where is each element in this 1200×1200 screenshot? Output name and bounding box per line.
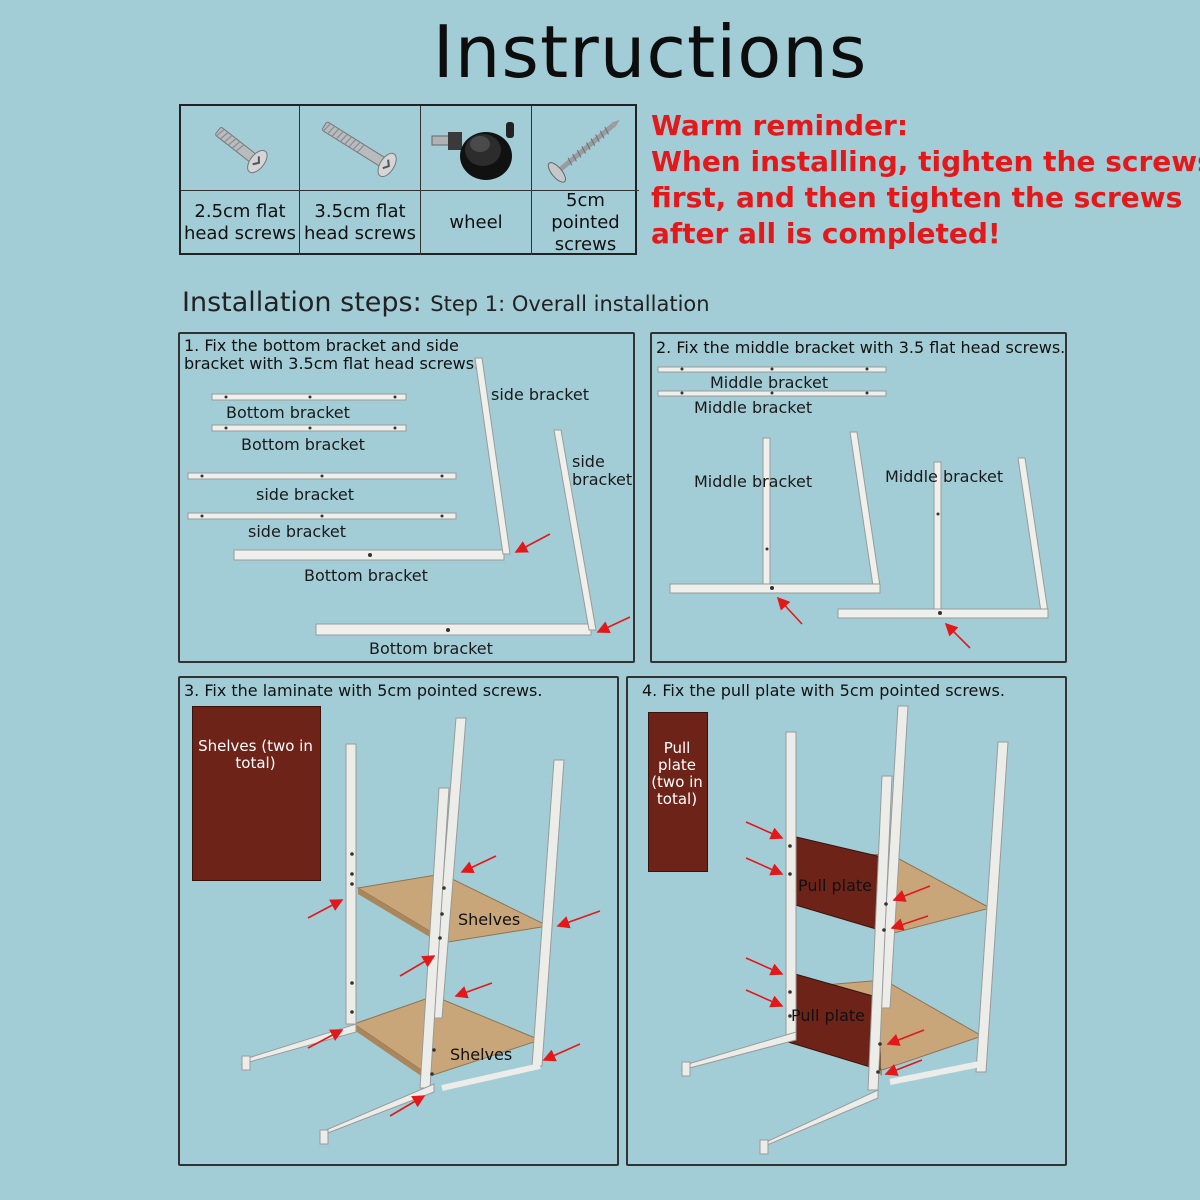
label-shelf-lower: Shelves [450,1045,512,1064]
reminder-line-2: first, and then tighten the screws [651,180,1191,216]
installation-step: Step 1: Overall installation [430,292,709,316]
label-pull-plate-lower: Pull plate [791,1006,865,1025]
panel-step-1: 1. Fix the bottom bracket and side brack… [178,332,635,663]
part-label-pointed: 5cm pointed screws [532,191,639,255]
part-label-wheel: wheel [421,191,532,255]
flat-screw-short-icon [181,106,300,191]
panel-1-diagram [180,334,635,663]
label-middle-bracket-2: Middle bracket [694,398,812,417]
reminder-heading: Warm reminder: [651,108,1191,144]
pointed-screw-icon [532,106,639,191]
warm-reminder: Warm reminder: When installing, tighten … [651,108,1191,252]
parts-table: 2.5cm flat head screws 3.5cm flat head s… [179,104,637,255]
installation-title: Installation steps: [182,287,422,318]
reminder-line-3: after all is completed! [651,216,1191,252]
reminder-line-1: When installing, tighten the screws [651,144,1191,180]
label-side-bracket-2: side bracket [248,522,346,541]
label-middle-bracket-4: Middle bracket [885,467,1003,486]
label-side-bracket-b: side bracket [572,453,634,489]
label-bottom-bracket-2: Bottom bracket [241,435,365,454]
label-bottom-bracket-4: Bottom bracket [369,639,493,658]
installation-heading: Installation steps: Step 1: Overall inst… [182,287,710,318]
panel-step-4: 4. Fix the pull plate with 5cm pointed s… [626,676,1067,1166]
wheel-icon [421,106,532,191]
label-middle-bracket-3: Middle bracket [694,472,812,491]
label-bottom-bracket-3: Bottom bracket [304,566,428,585]
part-label-flat-long: 3.5cm flat head screws [300,191,421,255]
label-pull-plate-upper: Pull plate [798,876,872,895]
page-title: Instructions [0,10,1200,94]
label-shelf-upper: Shelves [458,910,520,929]
label-middle-bracket-1: Middle bracket [710,373,828,392]
panel-3-diagram [180,678,619,1166]
panel-step-3: 3. Fix the laminate with 5cm pointed scr… [178,676,619,1166]
panel-4-diagram [628,678,1067,1166]
panel-step-2: 2. Fix the middle bracket with 3.5 flat … [650,332,1067,663]
label-bottom-bracket-1: Bottom bracket [226,403,350,422]
label-side-bracket-1: side bracket [256,485,354,504]
label-side-bracket-a: side bracket [491,385,589,404]
part-label-flat-short: 2.5cm flat head screws [181,191,300,255]
flat-screw-long-icon [300,106,421,191]
